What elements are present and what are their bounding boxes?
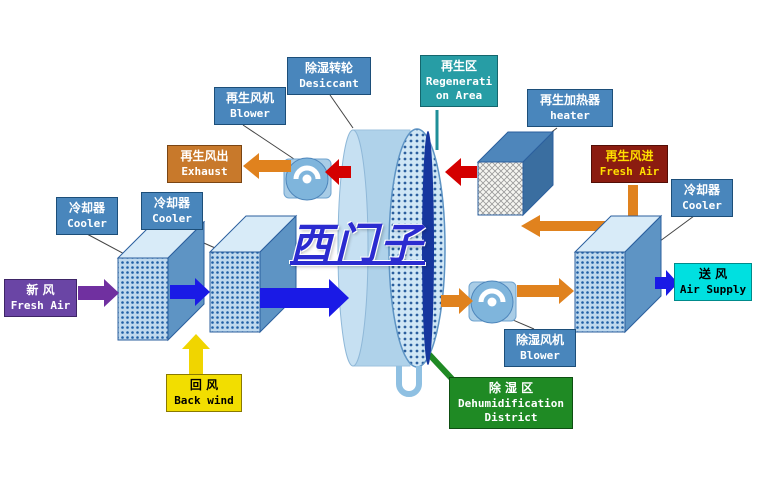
exhaust-arrow: [243, 153, 291, 179]
label-zh: 冷却器: [68, 201, 105, 215]
fan-swirl-icon: [478, 288, 506, 303]
regeneration-sector-band: [422, 131, 434, 365]
label-zh: 再生区: [440, 59, 477, 73]
label-zh: 回 风: [189, 378, 219, 392]
label-en: Fresh Air: [599, 164, 660, 178]
label-en: Blower: [520, 348, 560, 362]
heater-to-wheel-arrow: [445, 158, 477, 186]
cooler-left-outer-cube: [116, 220, 206, 342]
label-en: Blower: [230, 106, 270, 120]
heater-cube: [476, 130, 555, 217]
label-zh: 再生风机: [225, 91, 274, 105]
label-en: Cooler: [67, 216, 107, 230]
desiccant-wheel: [337, 128, 446, 368]
label-en: Regenerati: [425, 74, 493, 88]
connector-desiccant-label: [329, 94, 354, 129]
label-en: Dehumidification: [458, 396, 564, 410]
label-en: Desiccant: [299, 76, 359, 90]
siemens-watermark: 西门子: [290, 219, 426, 268]
cooler-left-inner-cube: [208, 214, 298, 334]
label-zh: 再生风进: [605, 149, 654, 163]
regen-fan: [283, 157, 332, 201]
label-zh: 除湿风机: [515, 333, 564, 347]
label-desiccant-wheel: 除湿转轮 Desiccant: [287, 57, 371, 95]
label-zh: 冷却器: [683, 183, 720, 197]
label-dehumid-blower: 除湿风机 Blower: [504, 329, 576, 367]
cooler-to-cooler-arrow: [170, 278, 210, 306]
label-fresh-air: 新 风 Fresh Air: [4, 279, 77, 317]
return-air-arrow: [182, 334, 210, 374]
label-cooler-left-inner: 冷却器 Cooler: [141, 192, 203, 230]
label-regen-fresh-air: 再生风进 Fresh Air: [591, 145, 668, 183]
label-regen-heater: 再生加热器 heater: [527, 89, 613, 127]
label-en: Exhaust: [181, 164, 228, 178]
drain-u-pipe: [396, 366, 422, 397]
label-zh: 冷却器: [153, 196, 190, 210]
label-en: on Area: [435, 88, 483, 102]
label-zh: 再生加热器: [539, 93, 600, 107]
wheel-to-regen-fan-arrow: [325, 159, 351, 185]
wheel-to-dehumid-fan-arrow: [441, 288, 473, 314]
label-zh: 除 湿 区: [488, 381, 534, 395]
process-air-to-wheel-arrow: [260, 279, 349, 317]
label-regen-blower: 再生风机 Blower: [214, 87, 286, 125]
label-en: Cooler: [152, 211, 192, 225]
label-zh: 除湿转轮: [304, 61, 353, 75]
label-cooler-right: 冷却器 Cooler: [671, 179, 733, 217]
label-en: District: [484, 410, 538, 424]
label-back-wind: 回 风 Back wind: [166, 374, 242, 412]
label-zh: 送 风: [698, 267, 728, 281]
label-zh: 再生风出: [180, 149, 229, 163]
cooler-right-cube: [573, 214, 663, 334]
label-dehumid-district: 除 湿 区 Dehumidification District: [449, 377, 573, 430]
label-zh: 新 风: [26, 283, 55, 297]
fresh-air-arrow: [78, 279, 119, 307]
supply-air-arrow: [655, 270, 678, 296]
connector-regen-blower-label: [242, 124, 298, 162]
label-en: Back wind: [174, 393, 234, 407]
label-en: Air Supply: [679, 282, 747, 296]
fan-swirl-icon: [293, 165, 321, 180]
label-exhaust: 再生风出 Exhaust: [167, 145, 242, 183]
label-en: heater: [550, 108, 590, 122]
regen-intake-arrowhead: [521, 215, 540, 237]
fan-to-cooler-arrow: [517, 278, 574, 304]
label-air-supply: 送 风 Air Supply: [674, 263, 752, 301]
label-cooler-left-outer: 冷却器 Cooler: [56, 197, 118, 235]
dehumid-fan: [468, 280, 517, 324]
label-regen-area: 再生区 Regenerati on Area: [420, 55, 498, 108]
label-en: Fresh Air: [10, 298, 71, 312]
label-en: Cooler: [682, 198, 722, 212]
